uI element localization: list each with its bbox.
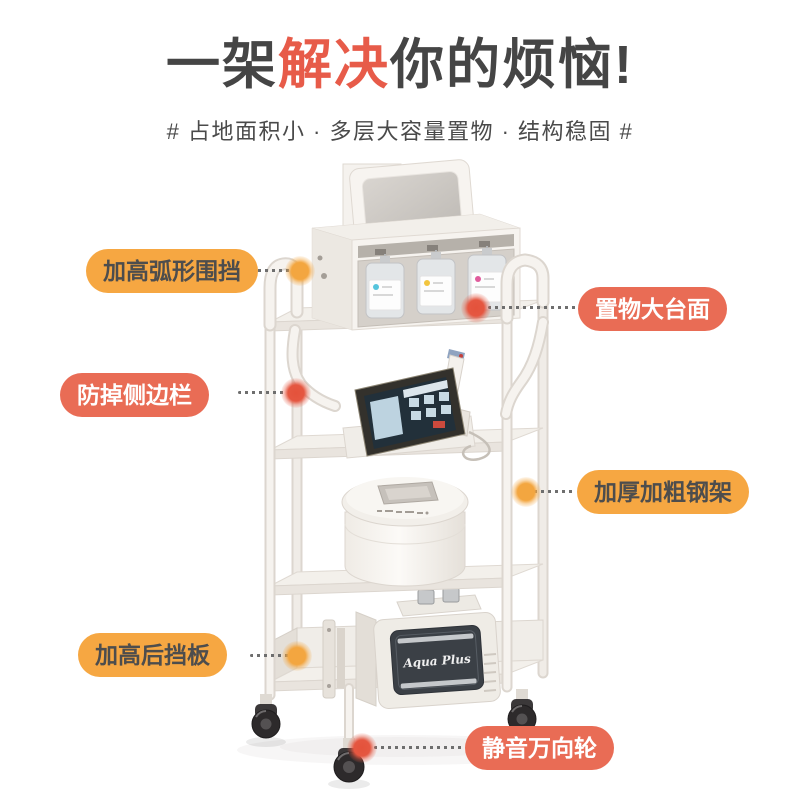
aqua-plus-label: Aqua Plus — [402, 652, 471, 671]
callout-line-curved-rail — [244, 269, 290, 272]
callout-dot-side-rail — [281, 378, 311, 408]
callout-dot-wheels — [347, 733, 377, 763]
post-bracket — [322, 619, 345, 699]
callout-dot-curved-rail — [285, 256, 315, 286]
callout-line-tabletop — [488, 306, 576, 309]
vent-lines — [483, 653, 497, 692]
ultrasound-device — [342, 349, 491, 461]
callout-dot-tabletop — [461, 293, 491, 323]
callout-line-steel-frame — [534, 490, 576, 493]
callout-line-wheels — [374, 746, 464, 749]
caster-wheel-left — [246, 694, 286, 747]
callout-pill-steel-frame: 加厚加粗钢架 — [577, 470, 749, 514]
title-part1: 一架 — [166, 35, 278, 95]
bottle-cyan — [365, 254, 405, 319]
callout-line-side-rail — [238, 391, 286, 394]
callout-pill-tabletop: 置物大台面 — [578, 287, 727, 331]
page-subtitle: # 占地面积小 · 多层大容量置物 · 结构稳固 # — [166, 119, 634, 144]
device-screen — [354, 367, 466, 457]
wand-cable — [461, 430, 491, 461]
towel-warmer-pot — [341, 477, 469, 587]
product-illustration: Aqua Plus — [237, 159, 573, 789]
callout-pill-curved-rail: 加高弧形围挡 — [86, 249, 258, 293]
callout-pill-side-rail: 防掉侧边栏 — [60, 373, 209, 417]
aqua-plus-machine: Aqua Plus — [355, 584, 501, 709]
title-highlight: 解决 — [278, 35, 390, 95]
callout-dot-steel-frame — [511, 477, 541, 507]
callout-dot-back-board — [282, 641, 312, 671]
title-part2: 你的烦恼! — [390, 35, 634, 95]
callout-pill-back-board: 加高后挡板 — [78, 633, 227, 677]
callout-line-back-board — [250, 654, 290, 657]
page-title: 一架解决你的烦恼! — [0, 34, 800, 96]
pot-print — [377, 510, 429, 515]
bottle-yellow — [416, 250, 456, 315]
callout-pill-wheels: 静音万向轮 — [465, 726, 614, 770]
trolley-front-posts — [264, 308, 513, 747]
